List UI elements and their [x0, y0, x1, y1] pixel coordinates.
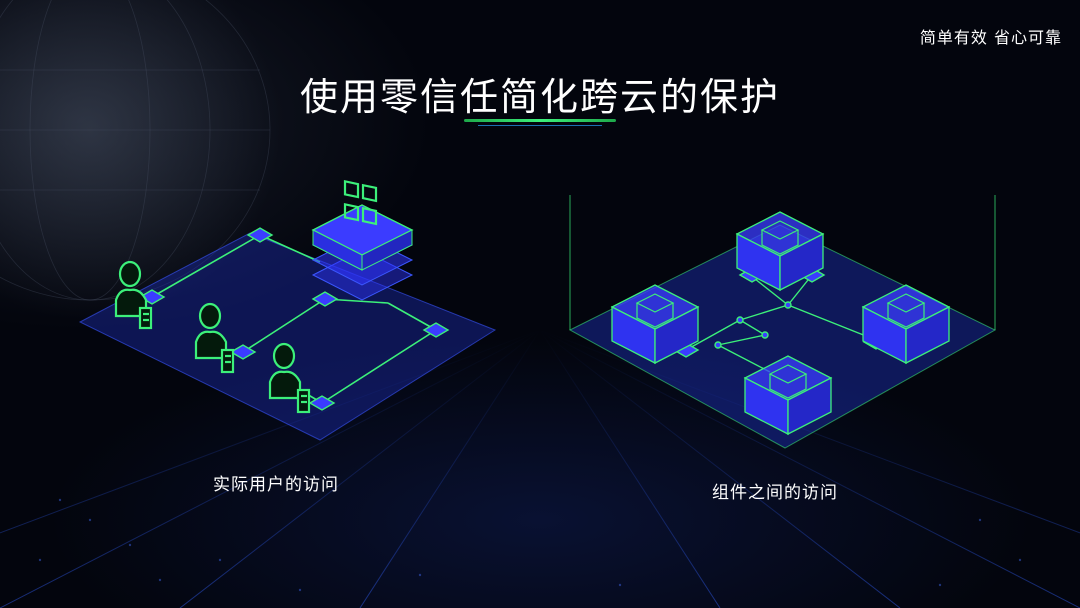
network-connector-icon: [138, 227, 450, 411]
user-icon: [194, 302, 235, 374]
server-stack-icon: [311, 204, 414, 301]
title-underline-accent: [478, 125, 602, 126]
connection-lines: [151, 234, 437, 404]
right-panel-caption: 组件之间的访问: [712, 483, 838, 503]
left-platform: [78, 232, 497, 441]
user-icon: [268, 342, 311, 414]
right-platform: [568, 224, 997, 449]
left-panel-caption: 实际用户的访问: [213, 475, 339, 495]
tagline: 简单有效 省心可靠: [919, 28, 1062, 47]
cube-node-icon: [743, 355, 833, 436]
cube-node-icon: [735, 211, 825, 292]
title-underline: [464, 119, 616, 122]
cube-node-icon: [610, 284, 700, 365]
user-icon: [114, 260, 153, 330]
cube-node-icon: [861, 284, 951, 365]
page-title: 使用零信任简化跨云的保护: [299, 75, 780, 119]
qr-code-icon: [343, 179, 378, 226]
